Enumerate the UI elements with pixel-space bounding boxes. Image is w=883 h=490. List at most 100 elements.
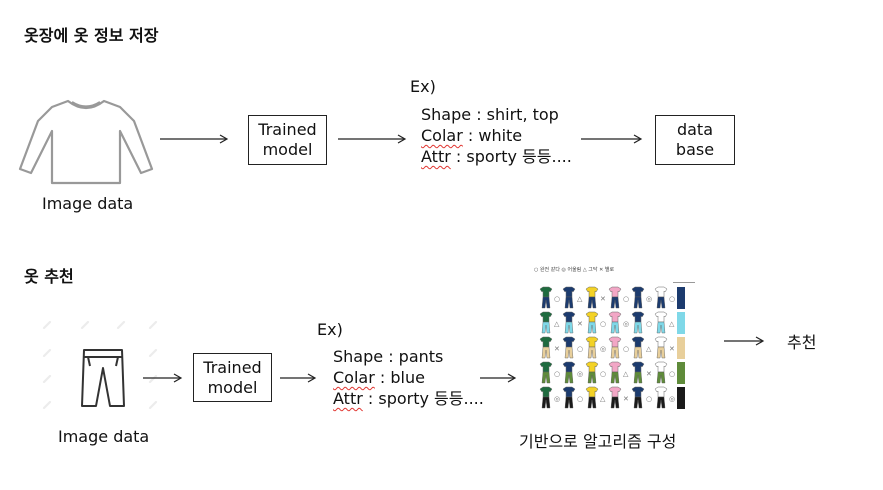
shirt-icon [631,386,645,398]
shirt-icon [585,361,599,373]
rating-mark: ○ [600,320,606,328]
pants-icon [541,346,551,359]
rating-mark: ✕ [600,295,606,303]
pants-icon [633,396,643,409]
chart-header-legend: ○ 완전 같다 ◎ 어울림 △ 그닥 ✕ 별로 [534,267,615,273]
shirt-icon [585,336,599,348]
outfit-combination-chart: ○ 완전 같다 ◎ 어울림 △ 그닥 ✕ 별로 ○ △ ✕ ○ ◎ ○ △ ✕ ○ ◎ ○ △ ✕ ○ ◎ ○… [534,265,695,417]
shirt-icon [539,336,553,348]
pants-icon [81,349,125,407]
rating-mark: ○ [669,370,675,378]
shirt-icon [608,336,622,348]
shirt-icon [562,286,576,298]
attr-value: : blue [374,368,425,387]
shirt-icon [562,336,576,348]
attr-value: : sporty 등등.... [450,147,572,166]
section1-arrow-3 [581,134,643,144]
rating-mark: ○ [623,345,629,353]
pants-icon [610,296,620,309]
rating-mark: ◎ [554,395,560,403]
rating-mark: ○ [669,295,675,303]
section2-attributes: Shape : pants Colar : blue Attr : sporty… [333,346,484,409]
section1-image-label: Image data [42,194,134,213]
shirt-icon [608,361,622,373]
rating-mark: ◎ [600,345,606,353]
rating-mark: ✕ [577,320,583,328]
rating-mark: ◎ [646,295,652,303]
shirt-icon [608,286,622,298]
pants-icon [564,296,574,309]
pants-icon [564,321,574,334]
pants-icon [656,296,666,309]
shirt-icon [608,386,622,398]
shirt-icon [539,286,553,298]
shirt-icon [585,386,599,398]
pants-icon [633,371,643,384]
pants-icon [610,321,620,334]
pants-icon [564,396,574,409]
section1-example-head: Ex) [410,77,436,96]
shirt-icon [631,286,645,298]
pants-icon [541,321,551,334]
shirt-icon [631,336,645,348]
rating-mark: △ [600,395,606,403]
rating-mark: ✕ [554,345,560,353]
section1-title: 옷장에 옷 정보 저장 [24,26,159,45]
row-color-bar [677,312,685,334]
attr-key: Colar [421,126,463,145]
section2-arrow-3 [480,373,517,383]
pants-icon [656,371,666,384]
section2-arrow-4 [724,336,765,346]
rating-mark: ○ [554,295,560,303]
section1-database-box: data base [655,115,735,165]
pants-icon [564,371,574,384]
shirt-icon [562,311,576,323]
section2-arrow-1 [143,373,183,383]
background-pattern [42,320,158,410]
shirt-icon [585,311,599,323]
shirt-icon [562,361,576,373]
section1-arrow-2 [338,134,407,144]
pants-icon [587,371,597,384]
rating-mark: △ [669,320,675,328]
attr-value: : pants [383,347,444,366]
attr-key: Attr [333,389,363,408]
rating-mark: ◎ [623,320,629,328]
rating-mark: △ [577,295,583,303]
shirt-icon [585,286,599,298]
pants-icon [633,296,643,309]
rating-mark: ✕ [669,345,675,353]
attr-key: Attr [421,147,451,166]
attr-value: : white [462,126,523,145]
pants-icon [587,346,597,359]
shirt-icon [539,361,553,373]
pants-icon [610,396,620,409]
section2-image-label: Image data [58,427,150,446]
shirt-icon [18,99,154,185]
rating-mark: ○ [600,370,606,378]
rating-mark: ○ [623,295,629,303]
rating-mark: △ [554,320,560,328]
shirt-icon [562,386,576,398]
pants-icon [587,296,597,309]
rating-mark: ✕ [646,370,652,378]
row-color-bar [677,362,685,384]
rating-mark: ◎ [577,370,583,378]
attr-key: Shape [421,105,472,124]
shirt-icon [631,311,645,323]
rating-mark: ○ [646,395,652,403]
rating-mark: ◎ [669,395,675,403]
shirt-icon [654,336,668,348]
pants-icon [541,296,551,309]
section2-title: 옷 추천 [24,267,74,286]
attr-value: : shirt, top [471,105,559,124]
pants-icon [656,396,666,409]
rating-mark: ○ [646,320,652,328]
section2-arrow-2 [280,373,317,383]
section2-result-label: 추천 [787,333,817,352]
section1-arrow-1 [160,134,229,144]
outfit-grid: ○△✕○◎○△✕○◎○△✕○◎○△✕○◎○△✕○◎○△✕○◎ [539,286,685,409]
shirt-icon [539,386,553,398]
shirt-icon [608,311,622,323]
rating-mark: ○ [577,345,583,353]
